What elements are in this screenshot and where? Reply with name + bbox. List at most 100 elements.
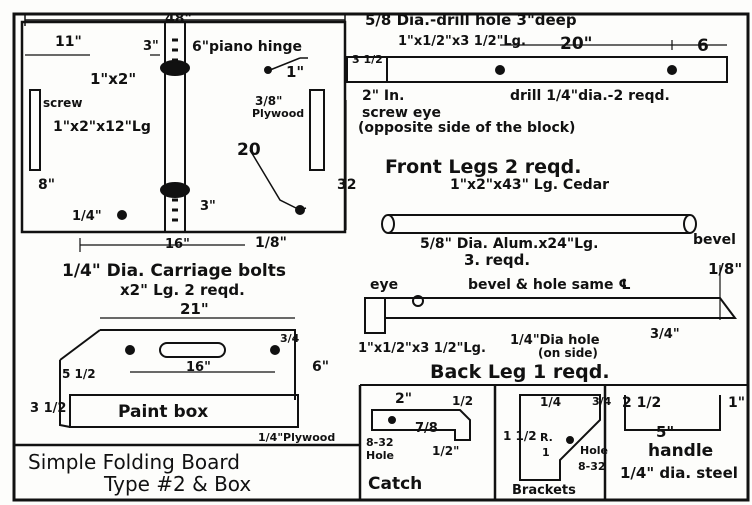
rod-line2: 3. reqd. [464,251,531,269]
block-dim-20: 20" [560,34,593,54]
back-leg-eye-label: eye [370,277,399,293]
paint-box-hole-right [270,345,280,355]
brackets-dim-3-4: 3/4 [592,395,612,408]
brackets-hole-832: 8-32 [578,460,606,473]
left-cleat [29,89,41,171]
rod-left-end [381,214,395,234]
back-leg-dim-3-4: 3/4" [650,327,680,342]
catch-dim-7-8: 7/8 [415,421,438,436]
plywood-thickness: 3/8" [255,94,283,108]
leader-1 [269,57,308,71]
back-leg-bevel: bevel [693,232,736,248]
rod-right-end [683,214,697,234]
handle-size: 1/4" dia. steel [620,464,738,482]
dim-11: 11" [55,34,82,50]
dim-3: 3" [143,39,159,54]
block-hole-2 [667,65,677,75]
dim-20: 20 [237,140,261,160]
back-leg-bevel-hole: bevel & hole same ℄ [468,277,631,293]
piano-hinge-label: 6"piano hinge [192,39,303,55]
carriage-bolt-dot [117,210,127,220]
dim-48-line [24,14,346,26]
block-screw-eye: screw eye [362,105,441,121]
block-2-in: 2" In. [362,88,405,104]
dim-16-line [79,238,245,252]
dim-1-4: 1/4" [72,209,102,224]
block-opposite-side: (opposite side of the block) [358,120,576,136]
hinge-strip [164,21,186,233]
cleat-label: 1"x2" [90,70,137,88]
brackets-r: R. [540,431,553,444]
upper-hinge [160,60,190,76]
catch-hole-832: 8-32 [366,436,394,449]
brackets-label: Brackets [512,483,576,498]
carriage-bolts-line2: x2" Lg. 2 reqd. [120,281,245,299]
paint-box-label: Paint box [118,402,209,422]
right-bracket [309,89,325,171]
handle-dim-5: 5" [656,423,675,441]
title-line1: Simple Folding Board [28,450,240,474]
block-bar [386,56,728,83]
brackets-dim-quarter: 1/4 [540,395,562,409]
lower-hinge [160,182,190,198]
front-legs-size: 1"x2"x43" Lg. Cedar [450,177,610,193]
dim-32: 32 [337,177,357,193]
dim-16: 16" [165,237,190,252]
sheet-border [12,12,750,502]
back-leg-bar [385,297,737,319]
paint-box-hole-left [125,345,135,355]
catch-dim-2: 2" [395,391,413,407]
paint-box-5-half: 5 1/2 [62,367,96,381]
paint-box-front [69,394,299,428]
back-leg-size: 1"x1/2"x3 1/2"Lg. [358,341,486,356]
paint-box-6: 6" [312,359,330,375]
dim-8: 8" [38,177,56,193]
handle-dim-2-half: 2 1/2 [622,395,662,411]
block-drill-quarter: drill 1/4"dia.-2 reqd. [510,88,670,104]
screw-label: screw [43,96,83,110]
back-leg-eye [412,295,424,307]
rod-line1: 5/8" Dia. Alum.x24"Lg. [420,236,599,252]
plywood-label: Plywood [252,107,305,120]
paint-box-plywood: 1/4"Plywood [258,431,336,444]
paint-box-width: 21" [180,300,209,318]
catch-label: Catch [368,474,423,494]
dim-48: 48" [165,11,192,27]
handle-label: handle [648,441,714,461]
block-dim-6: 6 [697,36,709,56]
brackets-dim-1-half: 1 1/2 [503,429,537,443]
handle-shape [624,395,721,431]
brackets-dim-1: 1 [542,446,550,459]
block-hole-1 [495,65,505,75]
leader-1-dot [264,66,272,74]
cleat-size-label: 1"x2"x12"Lg [53,119,151,135]
brackets-hole: Hole [580,444,608,457]
back-leg-block [364,297,386,334]
front-legs-title: Front Legs 2 reqd. [385,156,582,178]
back-leg-title: Back Leg 1 reqd. [430,361,610,383]
catch-dim-half: 1/2 [452,394,474,408]
block-dim-3-half: 3 1/2 [352,53,383,66]
leader-20-dot [295,205,305,215]
catch-shape [371,409,471,441]
paint-box-3-half: 3 1/2 [30,401,67,416]
back-leg-on-side: (on side) [538,346,598,360]
paint-box-back [100,329,296,400]
dim-3-lower: 3" [200,199,216,214]
bracket-shape [519,394,601,481]
catch-hole: Hole [366,449,394,462]
front-leg-rod [388,214,690,234]
block-size-label: 1"x1/2"x3 1/2"Lg. [398,34,526,49]
back-leg-bevel-dim: 1/8" [708,260,743,278]
back-leg-dia-hole: 1/4"Dia hole [510,333,600,348]
dim-1-8: 1/8" [255,235,287,251]
catch-dim-half-lower: 1/2" [432,444,460,458]
dim-1-inch: 1" [286,63,305,81]
paint-box-16: 16" [186,360,211,375]
paint-box-3-4: 3/4 [280,332,300,345]
catch-hole [388,416,396,424]
drill-hole-label: 5/8 Dia.-drill hole 3"deep [365,11,577,29]
carriage-bolts-line1: 1/4" Dia. Carriage bolts [62,261,286,281]
